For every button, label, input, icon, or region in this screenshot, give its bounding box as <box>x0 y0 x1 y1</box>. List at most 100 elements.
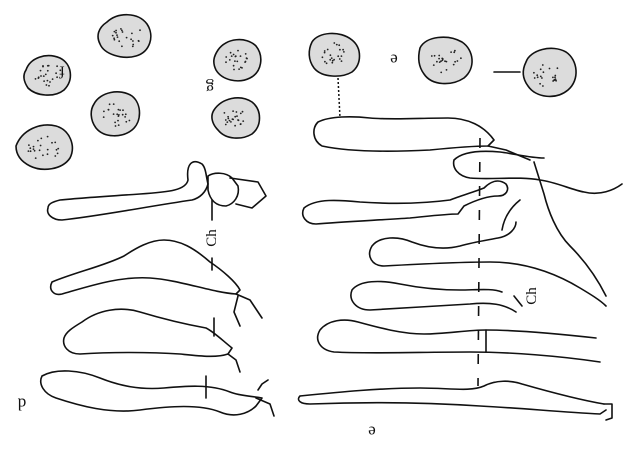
panel-label-g: g <box>205 79 214 98</box>
spore <box>98 15 151 58</box>
spore-speckle <box>330 54 332 56</box>
spore-speckle <box>48 85 50 87</box>
spore-speckle <box>47 149 49 151</box>
spore-speckle <box>122 114 124 116</box>
spore-speckle <box>343 51 345 53</box>
spore-speckle <box>552 77 554 79</box>
cystidium <box>314 117 494 151</box>
hypha-branch <box>502 162 606 296</box>
spore-speckle <box>126 37 128 39</box>
spore-speckle <box>541 77 543 79</box>
spore-speckle <box>46 84 48 86</box>
spore-speckle <box>45 74 47 76</box>
cystidium <box>370 222 606 306</box>
spore-speckle <box>227 116 229 118</box>
spore-speckle <box>457 60 459 62</box>
spore-speckle <box>231 55 233 57</box>
ch-label-right: Ch <box>524 287 540 305</box>
spores-group-e <box>309 33 576 118</box>
spore-speckle <box>338 44 340 46</box>
spore-speckle <box>440 72 442 74</box>
spore-speckle <box>341 55 343 57</box>
spore-speckle <box>554 76 556 78</box>
spore-speckle <box>122 109 124 111</box>
spore-speckle <box>43 80 45 82</box>
spore-speckle <box>115 125 117 127</box>
spore-speckle <box>339 58 341 60</box>
spore-speckle <box>240 55 242 57</box>
spore-speckle <box>324 61 326 63</box>
spore-speckle <box>337 55 339 57</box>
panel-label-e-bottom: e <box>368 423 376 442</box>
spore-speckle <box>229 120 231 122</box>
spore-speckle <box>138 40 140 42</box>
spore-speckle <box>236 111 238 113</box>
spore-speckle <box>230 121 232 123</box>
spore-speckle <box>108 109 110 111</box>
spore <box>419 37 472 83</box>
spore-speckle <box>555 80 557 82</box>
spore-speckle <box>30 150 32 152</box>
spore-speckle <box>47 80 49 82</box>
spore-speckle <box>533 72 535 74</box>
cystidium <box>41 371 262 415</box>
spore-speckle <box>434 55 436 57</box>
spore-speckle <box>557 67 559 69</box>
spore-speckle <box>235 55 237 57</box>
spore-speckle <box>232 118 234 120</box>
spore-speckle <box>245 61 247 63</box>
spore <box>16 125 72 169</box>
cystidium <box>48 162 208 220</box>
spore-speckle <box>29 147 31 149</box>
spore-speckle <box>118 40 120 42</box>
spore-speckle <box>232 110 234 112</box>
spores-group-f <box>16 15 151 170</box>
spore-speckle <box>438 58 440 60</box>
cystidia-group-e <box>298 117 622 420</box>
spore-speckle <box>42 154 44 156</box>
spore-speckle <box>109 103 111 105</box>
spore-speckle <box>440 60 442 62</box>
spore-speckle <box>139 29 141 31</box>
spore-speckle <box>227 118 229 120</box>
spore-speckle <box>245 53 247 55</box>
spore-speckle <box>125 113 127 115</box>
spore-speckle <box>112 35 114 37</box>
panel-label-e-top: e <box>390 51 398 70</box>
spore-speckle <box>229 59 231 61</box>
spore-speckle <box>33 148 35 150</box>
spore-speckle <box>339 49 341 51</box>
spore <box>309 33 359 76</box>
spore-speckle <box>118 124 120 126</box>
spore-speckle <box>103 116 105 118</box>
spore-speckle <box>57 148 59 150</box>
spore-speckle <box>224 112 226 114</box>
spore-speckle <box>237 50 239 52</box>
spore-speckle <box>336 44 338 46</box>
spore-speckle <box>333 59 335 61</box>
spore-speckle <box>454 61 456 63</box>
panel-label-f: f <box>59 63 65 82</box>
spore-speckle <box>49 81 51 83</box>
spore-speckle <box>40 145 42 147</box>
spore-speckle <box>331 62 333 64</box>
spore-speckle <box>233 65 235 67</box>
spore-speckle <box>125 121 127 123</box>
spore-speckle <box>242 111 244 113</box>
spore-speckle <box>241 67 243 69</box>
spore-speckle <box>37 140 39 142</box>
spore-speckle <box>117 120 119 122</box>
spore-speckle <box>114 122 116 124</box>
spore-speckle <box>118 109 120 111</box>
spore-speckle <box>120 28 122 30</box>
spore-speckle <box>116 113 118 115</box>
spore-speckle <box>438 55 440 57</box>
spore-speckle <box>542 64 544 66</box>
spore-speckle <box>38 76 40 78</box>
spore-speckle <box>453 51 455 53</box>
spore-speckle <box>233 69 235 71</box>
spore-speckle <box>103 111 105 113</box>
spore-speckle <box>549 68 551 70</box>
spore-speckle <box>116 34 118 36</box>
spore-speckle <box>460 57 462 59</box>
